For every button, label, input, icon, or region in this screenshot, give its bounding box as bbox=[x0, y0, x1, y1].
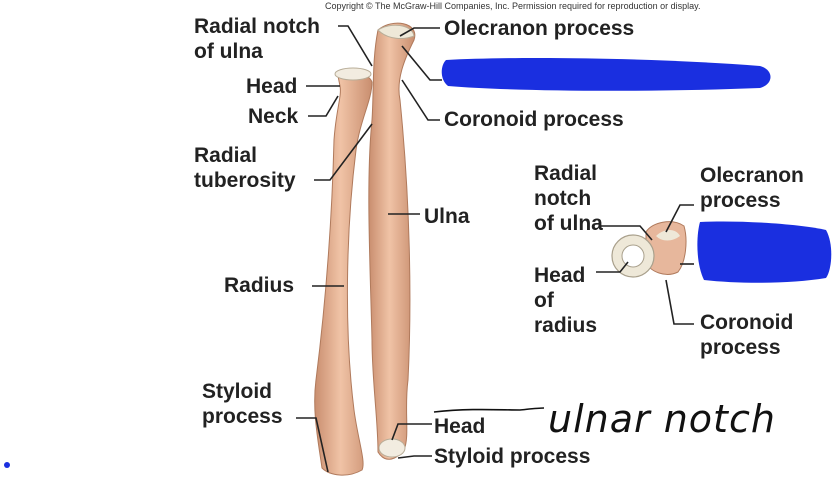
inset-proximal-view bbox=[611, 221, 687, 278]
label-ulna-head: Head bbox=[434, 415, 486, 438]
leader-coronoid bbox=[401, 79, 440, 121]
leader-radial-tuberosity bbox=[314, 123, 373, 181]
leader-lines bbox=[296, 25, 694, 473]
inset-label-head-radius-line2: of bbox=[534, 289, 554, 312]
copyright-notice: Copyright © The McGraw-Hill Companies, I… bbox=[325, 1, 701, 11]
inset-radial-head-fovea bbox=[621, 244, 645, 268]
label-styloid-line2: process bbox=[202, 405, 283, 428]
inset-label-olecranon-line1: Olecranon bbox=[700, 164, 804, 187]
leader-ulna-head bbox=[391, 423, 432, 441]
label-radial-tuberosity-line2: tuberosity bbox=[194, 169, 296, 192]
inset-label-radial-notch-line3: of ulna bbox=[534, 212, 603, 235]
redaction-marker-main bbox=[441, 58, 771, 91]
leader-ulna-styloid bbox=[397, 455, 432, 459]
radius-bone bbox=[314, 67, 373, 476]
label-olecranon: Olecranon process bbox=[444, 17, 635, 40]
leader-inset-olecranon bbox=[665, 204, 694, 233]
label-coronoid: Coronoid process bbox=[444, 108, 624, 131]
label-radial-notch-line2: of ulna bbox=[194, 40, 263, 63]
label-radial-tuberosity-line1: Radial bbox=[194, 144, 258, 167]
leader-styloid-radius bbox=[296, 417, 329, 473]
label-head: Head bbox=[246, 75, 298, 98]
inset-label-olecranon-line2: process bbox=[700, 189, 781, 212]
inset-label-coronoid-line1: Coronoid bbox=[700, 311, 794, 334]
label-styloid-line1: Styloid bbox=[202, 380, 273, 403]
handwritten-annotation: ulnar notch bbox=[548, 397, 776, 441]
label-ulna-styloid: Styloid process bbox=[434, 445, 591, 468]
leader-inset-radial-notch bbox=[600, 225, 653, 241]
inset-label-head-radius-line1: Head bbox=[534, 264, 586, 287]
stray-dot bbox=[4, 462, 10, 468]
inset-olecranon-cartilage bbox=[656, 230, 680, 241]
inset-label-radial-notch-line1: Radial bbox=[534, 162, 598, 185]
ulna-bone bbox=[368, 22, 416, 460]
olecranon-cartilage bbox=[377, 24, 415, 39]
inset-label-radial-notch-line2: notch bbox=[534, 187, 592, 210]
label-neck: Neck bbox=[248, 105, 299, 128]
ulnar-head-cartilage bbox=[378, 438, 406, 458]
inset-label-coronoid-line2: process bbox=[700, 336, 781, 359]
label-ulna: Ulna bbox=[424, 205, 470, 228]
radial-head-cartilage bbox=[334, 67, 372, 81]
leader-trochlear bbox=[401, 45, 442, 81]
leader-olecranon bbox=[399, 27, 440, 37]
leader-radial-notch bbox=[338, 25, 373, 67]
label-radius: Radius bbox=[224, 274, 295, 297]
annotation-pen-line bbox=[433, 407, 545, 413]
redaction-marker-inset bbox=[697, 221, 832, 283]
inset-label-head-radius-line3: radius bbox=[534, 314, 598, 337]
leader-inset-coronoid bbox=[665, 279, 694, 325]
label-radial-notch-line1: Radial notch bbox=[194, 15, 321, 38]
leader-neck bbox=[308, 95, 339, 117]
leader-inset-head-radius bbox=[596, 261, 629, 273]
